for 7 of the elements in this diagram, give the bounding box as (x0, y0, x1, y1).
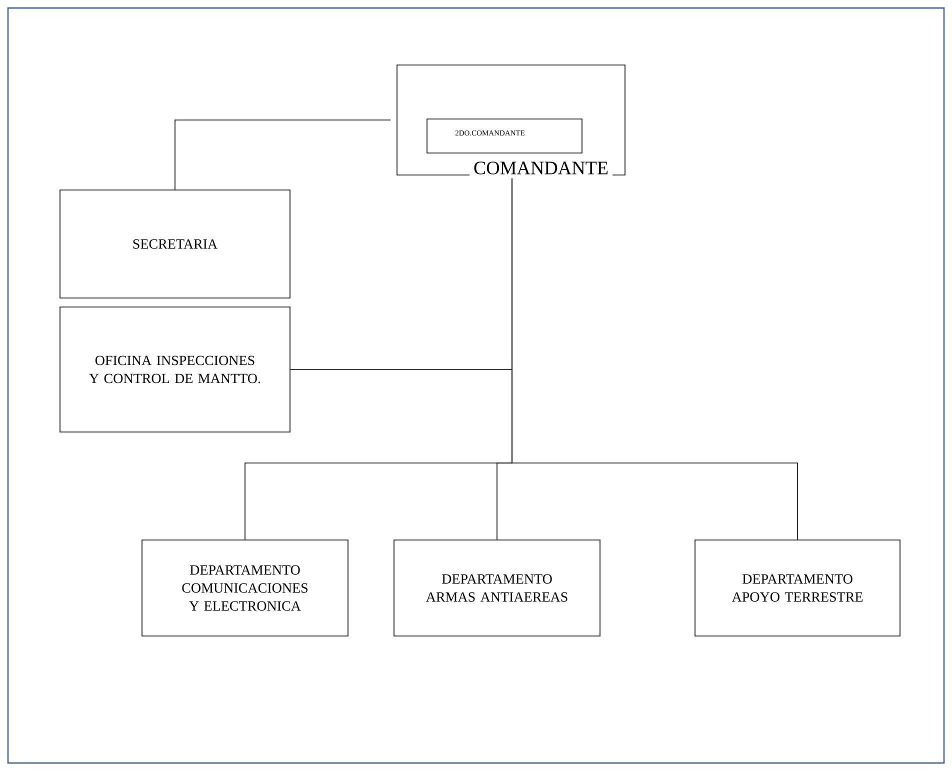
unit-box: DEPARTAMENTO COMUNICACIONES Y ELECTRONICA (142, 540, 348, 636)
unit-box: DEPARTAMENTO ARMAS ANTIAEREAS (394, 540, 600, 636)
unit-box: OFICINA INSPECCIONES Y CONTROL DE MANTTO. (60, 306, 290, 432)
connector-line (174, 120, 391, 190)
connector-line (512, 178, 798, 540)
unit-box: DEPARTAMENTO APOYO TERRESTRE (694, 540, 900, 636)
unit-box: SECRETARIA (60, 190, 290, 298)
